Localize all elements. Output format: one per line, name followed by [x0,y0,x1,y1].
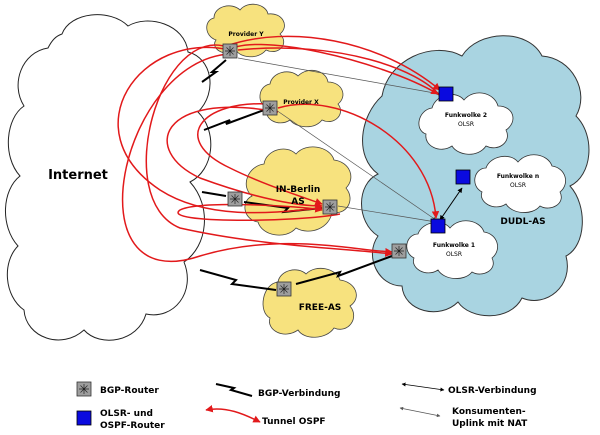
funkwolke-2-cloud [418,92,514,155]
olsr-link-fwn-fw1 [439,187,463,221]
tunnel-ospf-5 [197,103,323,206]
funkwolke-n-cloud [474,154,566,213]
bgp-router-free-as[interactable] [276,281,292,297]
legend-olsr-link-label: OLSR-Verbindung [448,386,537,396]
bgp-router-in-berlin-edge[interactable] [227,191,243,207]
funkwolke-n-label-2: OLSR [510,182,526,189]
bgp-link-in-berlin [201,191,227,197]
legend-bgp-link-label: BGP-Verbindung [258,389,340,399]
funkwolke-2-label-1: Funkwolke 2 [445,112,487,119]
legend-consumer-label-2: Uplink mit NAT [452,419,528,429]
legend-tunnel-label: Tunnel OSPF [262,417,326,427]
tunnel-ospf-9 [121,53,393,263]
in-berlin-label-2: AS [291,197,304,207]
bgp-link-free-as [199,269,277,291]
provider-x-label: Provider X [283,99,319,106]
legend-tunnel-icon [205,405,261,423]
tunnel-ospf-2 [145,44,393,257]
funkwolke-2-label-2: OLSR [458,121,474,128]
funkwolke-1-label-1: Funkwolke 1 [433,242,475,249]
legend-bgp-router-icon [76,381,92,397]
consumer-uplink-in-berlin [337,205,437,224]
legend-consumer-uplink-icon [399,406,441,418]
legend-olsr-router-icon [76,410,92,426]
legend: BGP-Router OLSR- und OSPF-Router BGP-Ver… [76,381,537,431]
tunnel-ospf-7 [166,106,323,210]
internet-label: Internet [48,168,108,183]
bgp-router-dudl-as[interactable] [391,243,407,259]
olsr-router-funkwolke-1[interactable] [430,218,446,234]
legend-consumer-label-1: Konsumenten- [452,407,526,417]
bgp-link-provider-x [203,109,265,131]
funkwolke-n-label-1: Funkwolke n [497,173,539,180]
olsr-router-funkwolke-2[interactable] [438,86,454,102]
tunnel-ospf-4 [225,43,439,95]
tunnel-ospf-3 [225,35,441,91]
legend-olsr-link-icon [401,382,445,392]
bgp-router-provider-y[interactable] [222,43,238,59]
free-as-label: FREE-AS [299,303,342,313]
legend-olsr-ospf-label-2: OSPF-Router [100,421,165,431]
legend-bgp-router-label: BGP-Router [100,386,159,396]
legend-bgp-link-icon [215,383,253,397]
tunnel-ospf-8 [177,203,341,222]
bgp-router-provider-x[interactable] [262,100,278,116]
provider-y-label: Provider Y [228,31,264,38]
olsr-router-funkwolke-n[interactable] [455,169,471,185]
bgp-link-free-to-dudl [295,255,393,285]
funkwolke-1-label-2: OLSR [446,251,462,258]
legend-olsr-ospf-label-1: OLSR- und [100,409,153,419]
consumer-uplink-provider-x [275,109,437,221]
in-berlin-label-1: IN-Berlin [276,185,321,195]
tunnel-ospf-10 [237,47,441,97]
bgp-link-provider-y [201,59,227,83]
funkwolke-1-cloud [406,220,498,279]
tunnel-ospf-1 [117,46,323,214]
bgp-router-in-berlin-inner[interactable] [322,199,338,215]
tunnel-ospf-6 [277,103,440,219]
dudl-as-label: DUDL-AS [500,217,545,227]
consumer-uplink-provider-y [237,57,441,96]
